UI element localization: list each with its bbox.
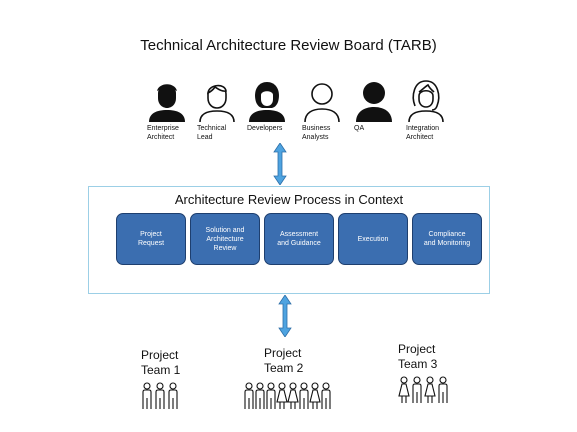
role-label: QA xyxy=(354,125,365,132)
person-filled-female-icon xyxy=(249,82,285,122)
role-enterprise-architect: Enterprise Architect xyxy=(136,78,198,142)
process-step-solution-review: Solution and Architecture Review xyxy=(190,213,260,265)
project-team-2: Project Team 2 xyxy=(244,346,332,412)
process-step-compliance: Compliance and Monitoring xyxy=(412,213,482,265)
person-outline-female-icon xyxy=(408,80,444,122)
process-step-project-request: Project Request xyxy=(116,213,186,265)
person-outline-male-icon xyxy=(199,84,235,122)
role-label: Enterprise Architect xyxy=(147,125,179,141)
team-label: Project Team 1 xyxy=(141,348,181,377)
role-label: Integration Architect xyxy=(406,125,440,141)
role-label: Business Analysts xyxy=(302,125,331,141)
role-developers: Developers xyxy=(236,78,298,133)
role-technical-lead: Technical Lead xyxy=(186,78,248,142)
people-group-icon xyxy=(142,382,178,409)
process-context-box: Architecture Review Process in Context xyxy=(88,186,490,294)
project-team-1: Project Team 1 xyxy=(141,348,181,412)
role-business-analysts: Business Analysts xyxy=(291,78,353,142)
board-title: Technical Architecture Review Board (TAR… xyxy=(140,37,437,54)
process-title: Architecture Review Process in Context xyxy=(174,192,404,207)
process-step-assessment: Assessment and Guidance xyxy=(264,213,334,265)
team-label: Project Team 3 xyxy=(398,342,438,371)
people-group-icon xyxy=(398,376,448,403)
double-arrow-icon xyxy=(278,295,292,337)
person-outline-icon xyxy=(304,83,340,122)
person-filled-icon xyxy=(356,82,392,122)
person-filled-male-icon xyxy=(149,84,185,122)
role-qa: QA xyxy=(343,78,405,133)
people-group-icon xyxy=(244,382,331,409)
team-label: Project Team 2 xyxy=(264,346,304,375)
role-label: Technical Lead xyxy=(197,125,227,141)
role-integration-architect: Integration Architect xyxy=(395,78,457,142)
process-step-execution: Execution xyxy=(338,213,408,265)
role-label: Developers xyxy=(247,125,283,132)
project-team-3: Project Team 3 xyxy=(398,342,450,406)
double-arrow-icon xyxy=(273,143,287,185)
